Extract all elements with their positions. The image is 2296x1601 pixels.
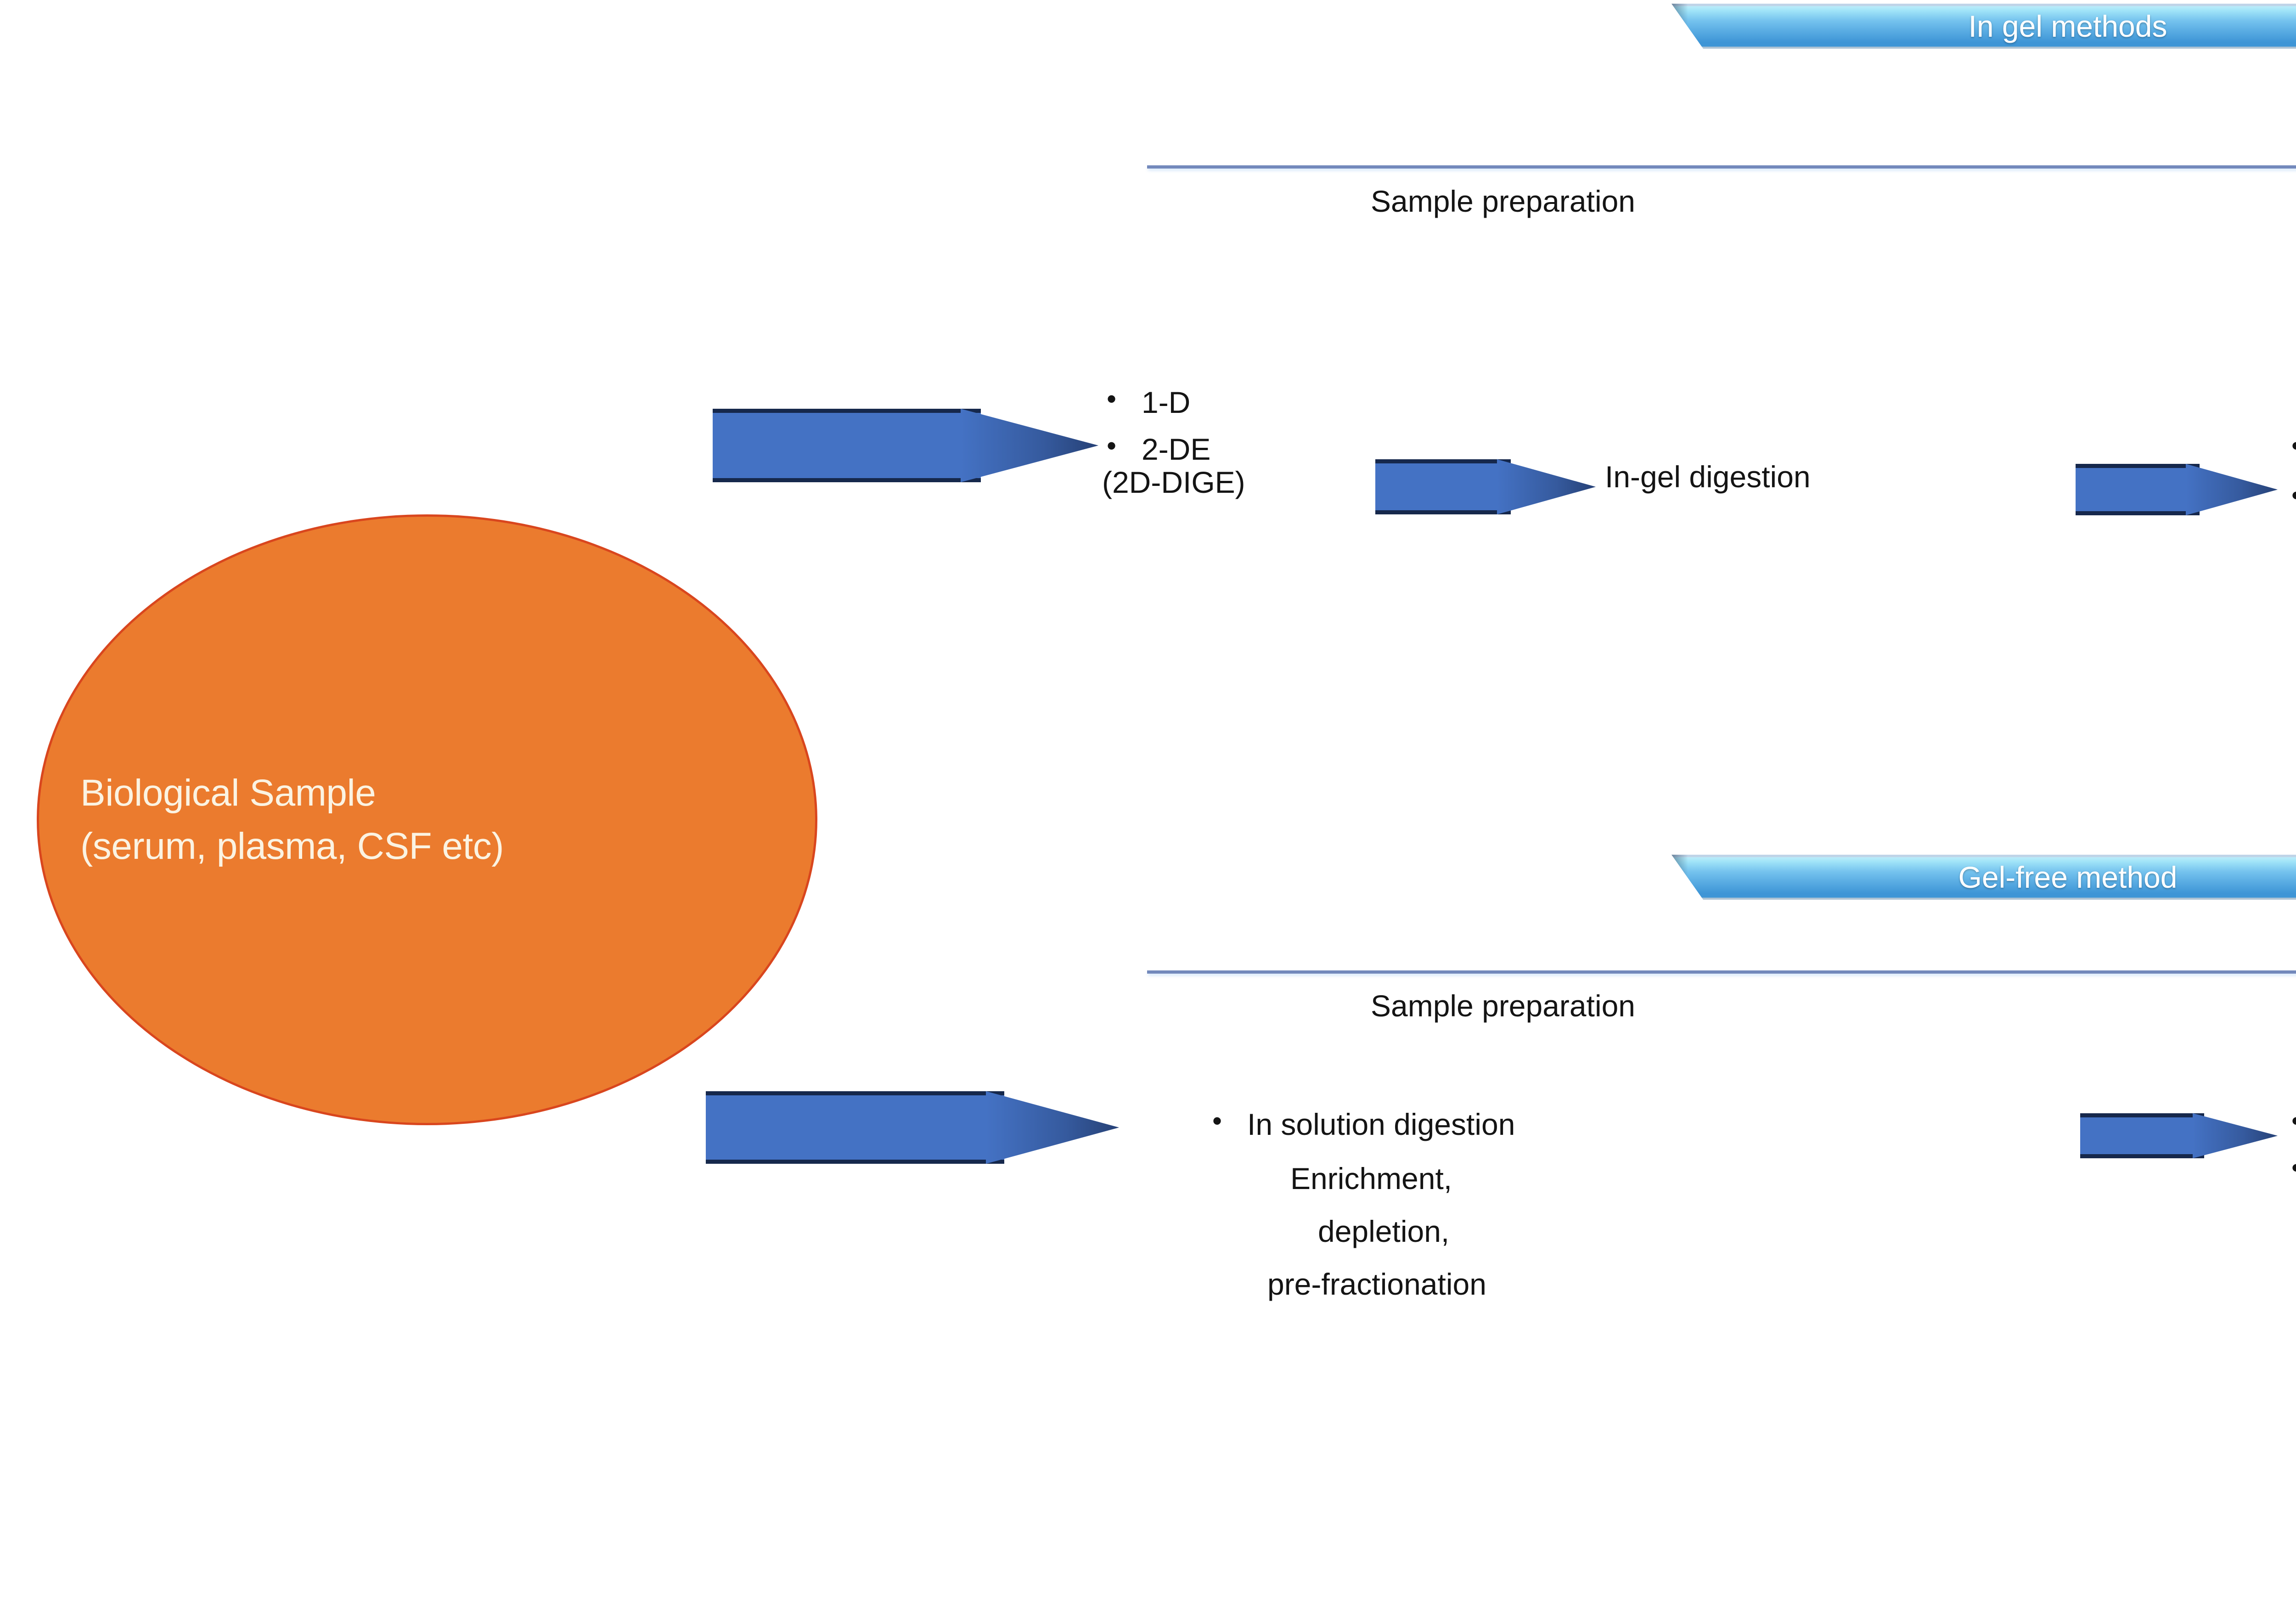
arrow-source-to-ingel: [713, 409, 1098, 482]
list-item: 1-D: [1102, 383, 1210, 420]
top-prep-note: (2D-DIGE): [1102, 465, 1245, 499]
list-item: LCMS-MS: [2287, 479, 2296, 516]
list-item: In solution digestion: [1208, 1105, 1515, 1142]
list-item: Label-free method: [2287, 1105, 2296, 1142]
top-section-divider: [1147, 165, 2296, 169]
arrow-prep-to-ms-bottom: [2080, 1113, 2278, 1158]
banner-in-gel-methods: In gel methods: [1671, 4, 2296, 49]
banner-in-gel-methods-label: In gel methods: [1968, 9, 2167, 43]
bottom-sample-preparation-caption: Sample preparation: [1371, 989, 1636, 1023]
top-ms-list: LCMS LCMS-MS: [2287, 430, 2296, 516]
banner-gel-free-method-label: Gel-free method: [1958, 860, 2178, 894]
arrow-digestion-to-ms: [2076, 464, 2278, 515]
banner-gel-free-method: Gel-free method: [1671, 855, 2296, 900]
biological-sample-line-2: (serum, plasma, CSF etc): [80, 825, 504, 867]
bottom-prep-extra-line-3: pre-fractionation: [1267, 1267, 1486, 1301]
arrow-source-to-gelfree: [706, 1091, 1119, 1164]
bottom-prep-list: In solution digestion: [1208, 1105, 1515, 1142]
top-prep-list: 1-D 2-DE: [1102, 383, 1210, 467]
arrow-prep-to-digestion: [1375, 459, 1596, 514]
bottom-ms-list: Label-free method Isotopic labeling meth…: [2287, 1105, 2296, 1189]
list-item: 2-DE: [1102, 430, 1210, 467]
bottom-prep-extra-line-1: Enrichment,: [1290, 1161, 1452, 1195]
bottom-section-divider: [1147, 970, 2296, 974]
biological-sample-line-1: Biological Sample: [80, 772, 376, 814]
in-gel-digestion-label: In-gel digestion: [1605, 460, 1811, 494]
list-item: Isotopic labeling method: [2287, 1152, 2296, 1189]
list-item: LCMS: [2287, 430, 2296, 467]
top-sample-preparation-caption: Sample preparation: [1371, 184, 1636, 218]
biological-sample-ellipse: Biological Sample (serum, plasma, CSF et…: [37, 514, 817, 1125]
bottom-prep-extra-line-2: depletion,: [1318, 1214, 1450, 1248]
